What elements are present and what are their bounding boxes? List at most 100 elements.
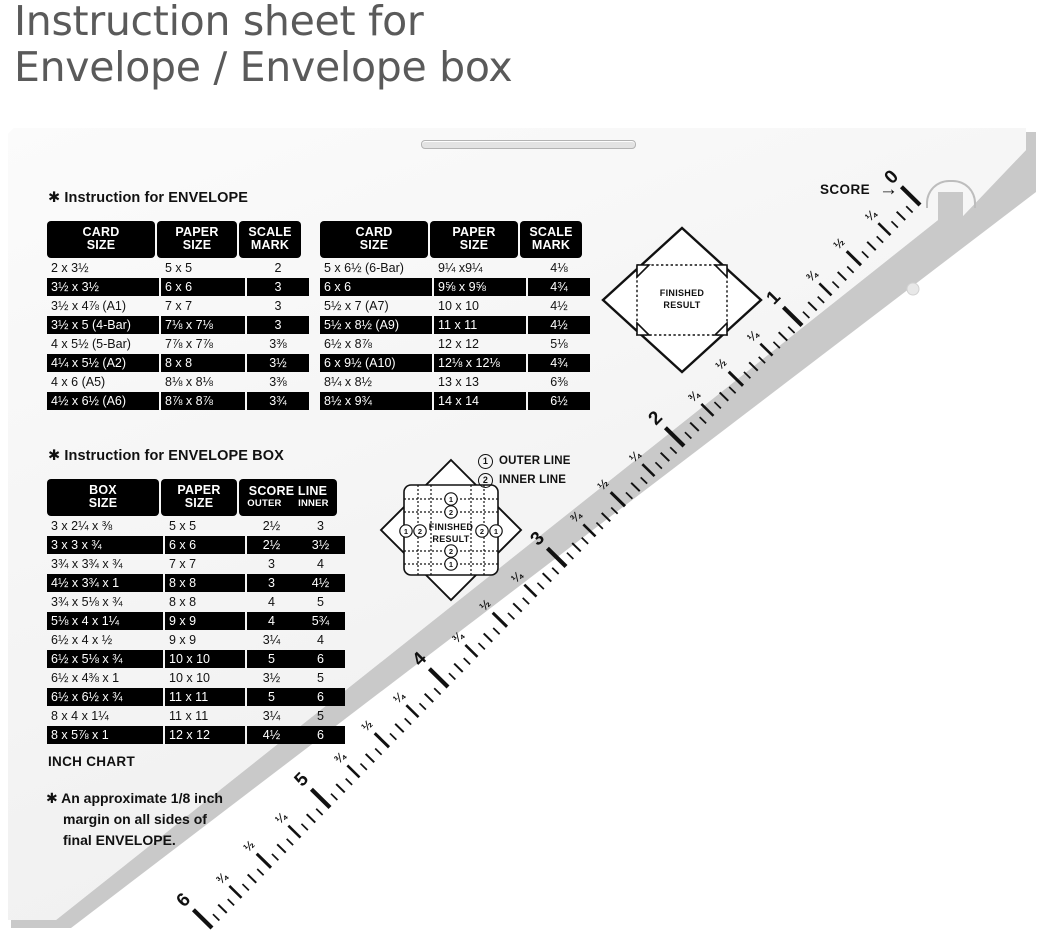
score-inner: 4 [317,633,324,648]
score-inner: 4½ [311,576,330,591]
table-cell: 8 x 4 x 1¼ [51,709,109,724]
table-cell: 6½ x 4 x ½ [51,633,113,648]
table-cell: 3½ x 4⅞ (A1) [51,299,127,314]
circled-number-icon: 1 [478,454,493,469]
table-cell: 8 x 8 [169,595,197,610]
svg-text:1: 1 [404,527,408,536]
score-marker: SCORE → [820,180,898,199]
table-cell: 8⅞ x 8⅞ [161,392,245,411]
svg-text:2: 2 [449,547,453,556]
score-outer: 3½ [262,671,281,686]
score-outer: 4 [268,595,275,610]
table-cell: 3½ [247,354,309,373]
table-cell: 11 x 11 [169,709,209,724]
table-cell: 9 x 9 [165,612,245,631]
table-cell: 5⅛ [550,337,568,352]
margin-note: ✱ An approximate 1/8 inch margin on all … [46,788,223,851]
table-cell: 3½ x 5 (4-Bar) [47,316,159,335]
table-cell: 4¼ x 5½ (A2) [47,354,159,373]
legend-label: INNER LINE [499,474,567,486]
table-cell: 10 x 10 [438,299,480,314]
score-inner: 3½ [311,538,330,553]
score-outer: 5 [268,690,275,705]
envelope-diagram: FINISHED RESULT [597,222,767,382]
table-cell: 4½ [550,299,568,314]
table-cell: 6 x 6 [161,278,245,297]
table-cell: 3¾ x 3¾ x ¾ [51,557,123,572]
table-cell: 6½ x 8⅞ [324,337,372,352]
table-row: 6½ x 8⅞ 12 x 12 5⅛ [320,335,590,353]
table-cell: 6⅜ [550,375,568,390]
svg-text:2: 2 [418,527,422,536]
table-cell: 8¼ x 8½ [324,375,372,390]
table-cell: 9⅝ x 9⅝ [434,278,526,297]
score-outer: 2½ [262,538,281,553]
svg-text:1: 1 [449,560,453,569]
score-outer: 5 [268,652,275,667]
score-inner: 5¾ [311,614,330,629]
table-cell: 3⅜ [269,375,287,390]
table-cell: 3 [247,278,309,297]
score-outer: 3 [268,576,275,591]
table-cell: 6 x 6 [320,278,432,297]
score-outer: 4 [268,614,275,629]
score-inner: 6 [317,690,324,705]
table-cell: 12 x 12 [438,337,480,352]
envelope-section-heading: ✱ Instruction for ENVELOPE [48,190,249,206]
table-cell: 6½ x 5⅛ x ¾ [47,650,163,669]
box-section-heading: ✱ Instruction for ENVELOPE BOX [48,448,284,464]
table-cell: 8 x 8 [161,354,245,373]
table-cell: 13 x 13 [438,375,480,390]
table-cell: 2 x 3½ [51,261,89,276]
svg-text:1: 1 [494,527,498,536]
score-outer: 3¼ [262,709,281,724]
table-cell: 9¼ x9¼ [438,261,483,276]
table-cell: 5½ x 8½ (A9) [320,316,432,335]
margin-note-line1: ✱ An approximate 1/8 inch [46,790,223,806]
svg-text:1: 1 [449,495,453,504]
table-cell: 2 [274,261,282,276]
table-cell: 8⅛ x 8⅛ [165,375,213,390]
diagram-label-line2: RESULT [663,300,700,310]
table-cell: 11 x 11 [165,688,245,707]
title-line-1: Instruction sheet for [14,0,424,45]
corner-notch [926,180,976,208]
table-cell: 3¾ x 5⅛ x ¾ [51,595,123,610]
score-outer: 3 [268,557,275,572]
svg-text:2: 2 [480,527,484,536]
